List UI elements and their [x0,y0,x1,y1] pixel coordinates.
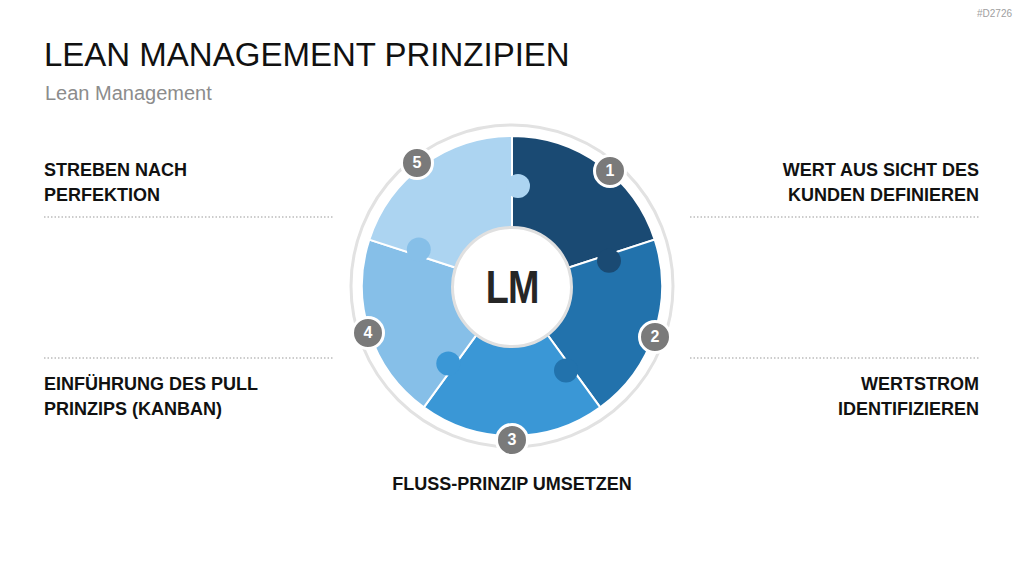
callout-number: 1 [593,154,627,188]
puzzle-tab [554,358,578,382]
outer-ring [351,125,673,447]
puzzle-tab [436,351,460,375]
callout-number-text: 4 [364,324,373,342]
callout-number-text: 2 [651,328,660,346]
circle-outline [402,148,433,179]
callout-number: 5 [400,146,434,180]
principle-text: STREBEN NACH PERFEKTION [44,158,294,208]
principle-text: WERT AUS SICHT DES KUNDEN DEFINIEREN [729,158,979,208]
circle-outline [353,318,384,349]
callout-number-text: 1 [606,162,615,180]
slide-title: LEAN MANAGEMENT PRINZIPIEN [44,36,570,74]
puzzle-tab [597,249,621,273]
dotted-rule [44,216,333,217]
principle-text: WERTSTROM IDENTIFIZIEREN [729,372,979,422]
callout-number: 3 [495,423,529,457]
callout-number-text: 5 [413,154,422,172]
principle-text: EINFÜHRUNG DES PULL PRINZIPS (KANBAN) [44,372,294,422]
slide-id: #D2726 [977,8,1012,19]
circle-outline [497,425,528,456]
center-text: LM [486,260,539,314]
circle-outline [640,322,671,353]
puzzle-tab [407,237,431,261]
circle-outline [595,156,626,187]
center-circle: LM [451,226,573,348]
callout-number: 4 [351,316,385,350]
circle-outline [453,228,572,347]
subtitle: Lean Management [45,82,212,105]
callout-number: 2 [638,320,672,354]
dotted-rule [44,357,333,358]
callout-number-text: 3 [508,431,517,449]
puzzle-tab [506,174,530,198]
dotted-rule [690,216,979,217]
principle-text: FLUSS-PRINZIP UMSETZEN [312,472,712,497]
dotted-rule [690,357,979,358]
